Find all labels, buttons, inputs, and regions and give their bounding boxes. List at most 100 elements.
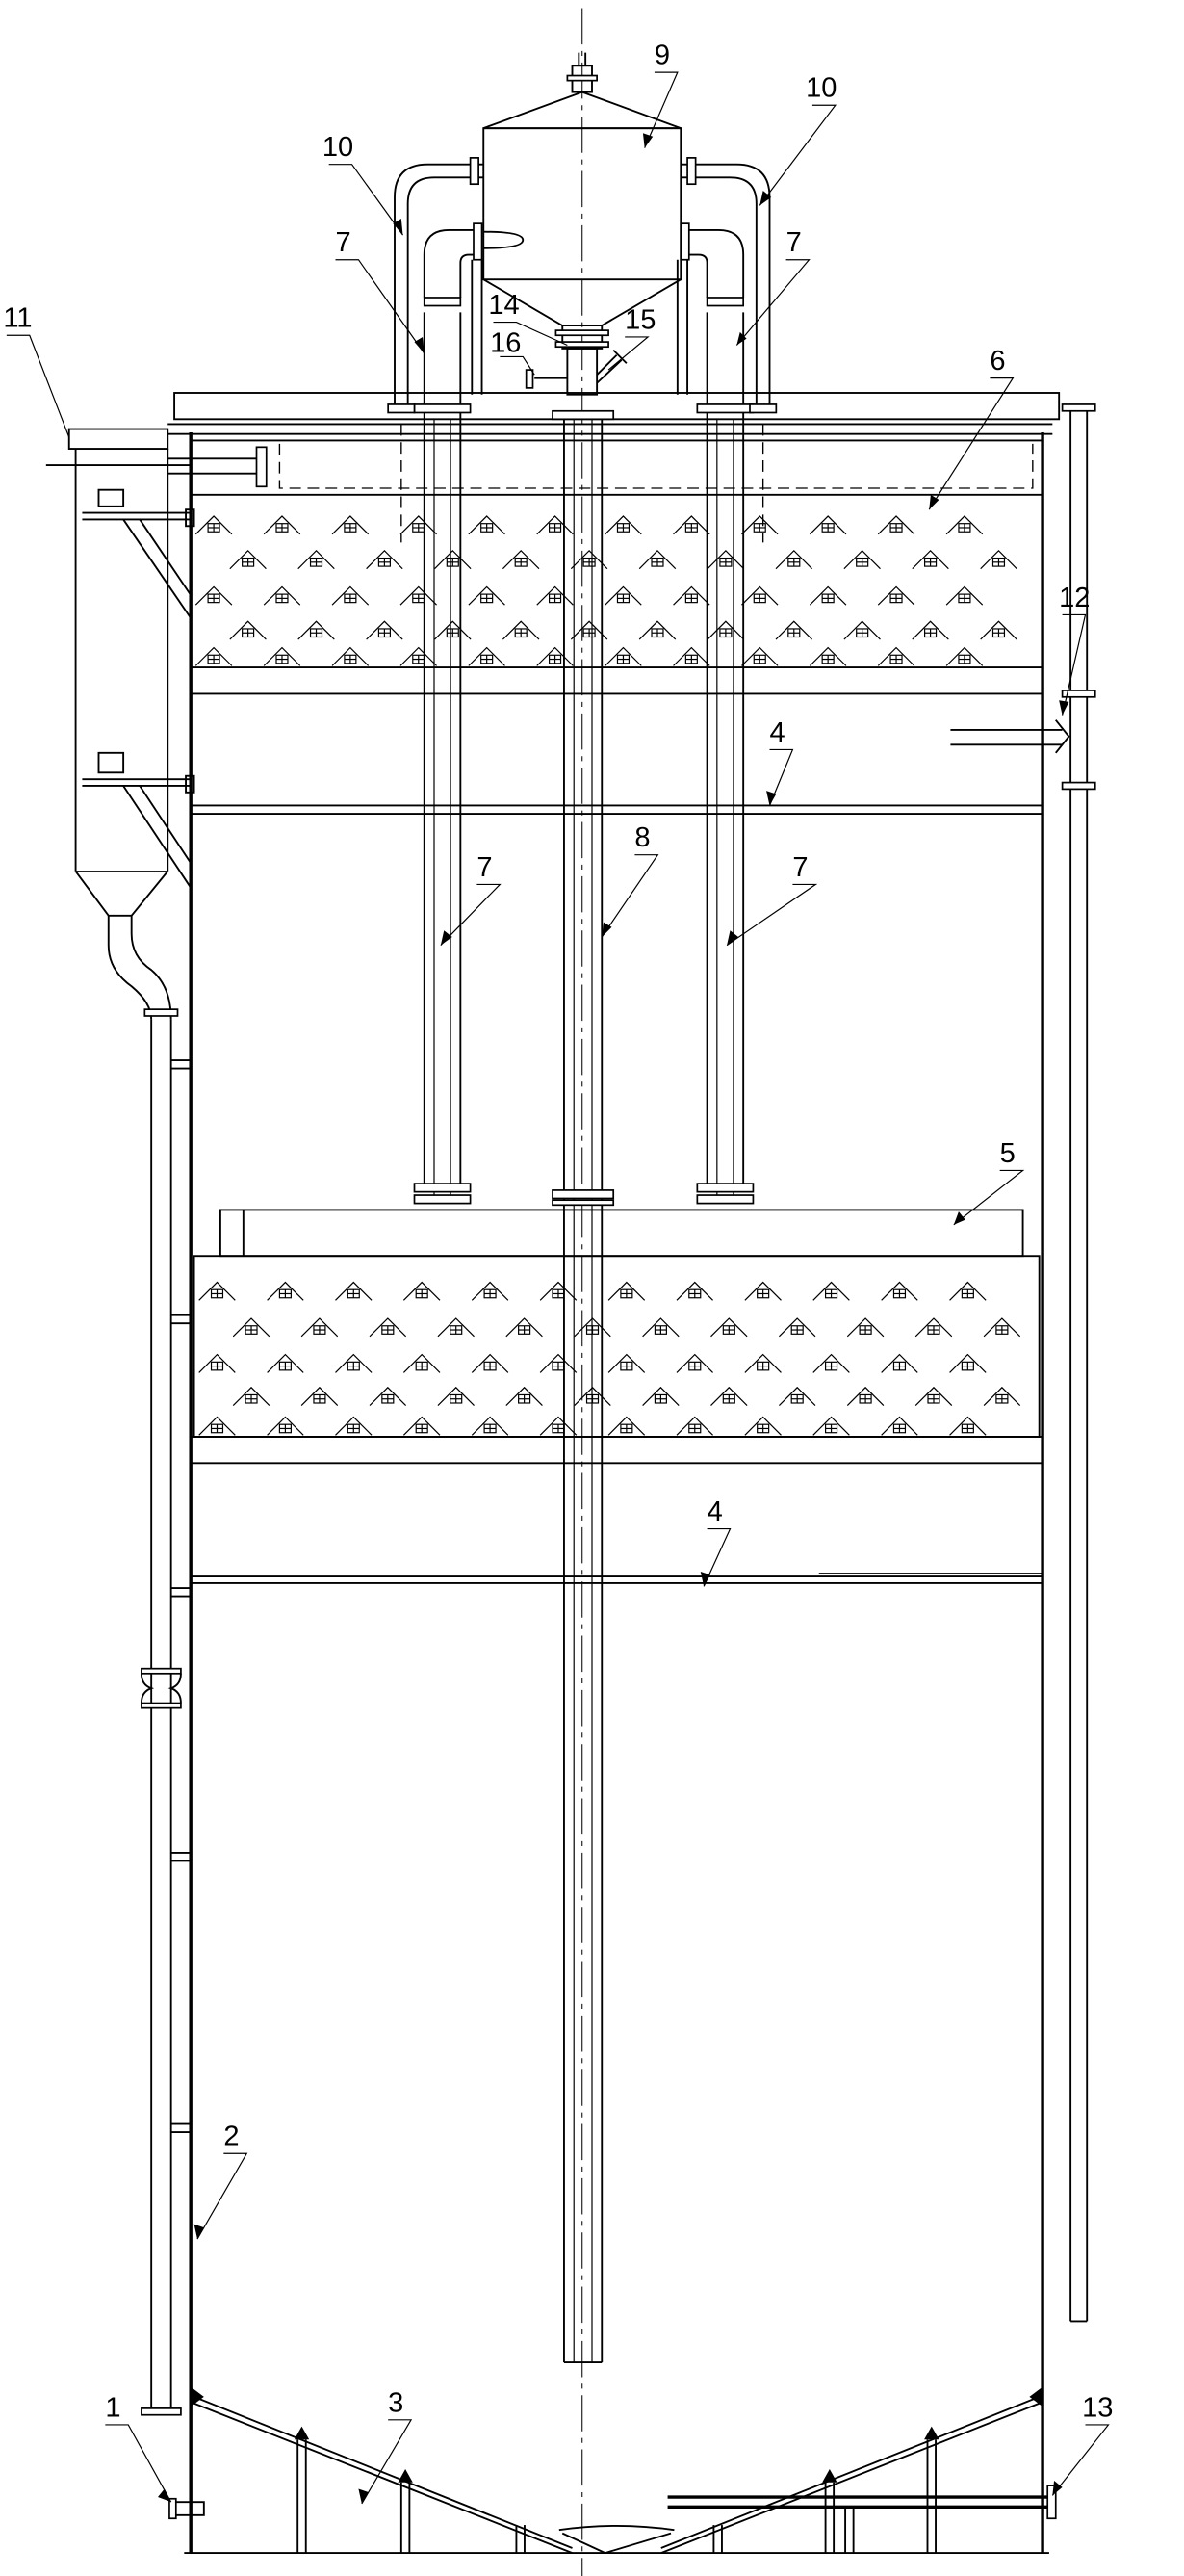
label-10-left: 10	[322, 132, 353, 163]
packing-element	[846, 1317, 885, 1338]
packing-element	[740, 515, 779, 535]
packing-element	[402, 1416, 441, 1436]
packing-element	[369, 1387, 407, 1407]
packing-element	[536, 515, 574, 535]
packing-element	[709, 1317, 748, 1338]
label-8: 8	[634, 822, 650, 853]
lower-packing-bed	[191, 1255, 1043, 1465]
label-13: 13	[1082, 2392, 1113, 2423]
packing-element	[229, 620, 268, 640]
label-2: 2	[223, 2121, 239, 2152]
packing-element	[297, 620, 335, 640]
lower-packing-frame	[219, 1209, 1024, 1258]
packing-element	[983, 1317, 1021, 1338]
packing-element	[536, 585, 574, 606]
packing-element	[263, 646, 301, 666]
packing-element	[267, 1354, 304, 1374]
label-6: 6	[990, 346, 1005, 377]
packing-element	[198, 1281, 236, 1301]
packing-element	[334, 1354, 373, 1374]
packing-element	[399, 585, 438, 606]
packing-element	[809, 646, 847, 666]
packing-element	[267, 1416, 304, 1436]
packing-element	[605, 646, 642, 666]
right-riser-pipe	[680, 222, 755, 1205]
packing-element	[300, 1317, 339, 1338]
external-return-pipe	[140, 1008, 192, 2416]
packing-element	[642, 1317, 680, 1338]
packing-element	[267, 1281, 304, 1301]
packing-element	[468, 515, 506, 535]
packing-element	[502, 550, 540, 570]
packing-element	[881, 1416, 918, 1436]
label-7-mid-left: 7	[476, 852, 492, 883]
packing-element	[846, 1387, 885, 1407]
packing-element	[539, 1416, 578, 1436]
packing-element	[607, 1281, 646, 1301]
bottom-conical-distributor	[191, 2386, 1043, 2555]
packing-element	[638, 620, 677, 640]
packing-element	[505, 1387, 544, 1407]
packing-element	[809, 515, 847, 535]
packing-element	[433, 620, 472, 640]
packing-element	[945, 515, 984, 535]
packing-element	[809, 585, 847, 606]
packing-element	[331, 646, 370, 666]
packing-element	[638, 550, 677, 570]
packing-element	[744, 1354, 783, 1374]
packing-element	[980, 620, 1017, 640]
packing-element	[676, 1354, 714, 1374]
packing-element	[812, 1281, 850, 1301]
leader-arrowheads	[158, 133, 1069, 2504]
packing-element	[676, 1281, 714, 1301]
packing-element	[843, 550, 882, 570]
packing-element	[709, 1387, 748, 1407]
packing-element	[334, 1416, 373, 1436]
label-5: 5	[1000, 1138, 1016, 1169]
packing-element	[843, 620, 882, 640]
label-16: 16	[490, 327, 521, 358]
packing-element	[366, 620, 403, 640]
packing-element	[945, 646, 984, 666]
packing-element	[198, 1354, 236, 1374]
label-9: 9	[655, 40, 670, 71]
packing-element	[369, 1317, 407, 1338]
upper-distribution-plate	[191, 804, 1043, 815]
label-14: 14	[488, 290, 519, 321]
leader-lines	[6, 71, 1110, 2505]
packing-element	[607, 1354, 646, 1374]
packing-element	[229, 550, 268, 570]
packing-element	[399, 646, 438, 666]
label-1: 1	[105, 2392, 120, 2423]
upper-collector-dashed	[278, 443, 1034, 489]
packing-element	[775, 620, 813, 640]
packing-element	[775, 550, 813, 570]
packing-element	[914, 1387, 953, 1407]
packing-element	[672, 515, 710, 535]
packing-element	[331, 585, 370, 606]
packing-element	[672, 585, 710, 606]
packing-element	[334, 1281, 373, 1301]
packing-element	[980, 550, 1017, 570]
packing-element	[945, 585, 984, 606]
packing-element	[672, 646, 710, 666]
label-7-top-right: 7	[786, 227, 802, 258]
packing-element	[366, 550, 403, 570]
packing-element	[740, 585, 779, 606]
packing-element	[605, 515, 642, 535]
packing-element	[778, 1317, 816, 1338]
label-15: 15	[625, 304, 656, 335]
packing-element	[402, 1354, 441, 1374]
label-7-mid-right: 7	[792, 852, 808, 883]
packing-element	[437, 1317, 476, 1338]
packing-element	[263, 515, 301, 535]
packing-element	[471, 1281, 509, 1301]
packing-element	[468, 585, 506, 606]
packing-element	[740, 646, 779, 666]
packing-element	[300, 1387, 339, 1407]
packing-element	[676, 1416, 714, 1436]
packing-element	[983, 1387, 1021, 1407]
packing-element	[877, 515, 915, 535]
packing-element	[232, 1317, 270, 1338]
